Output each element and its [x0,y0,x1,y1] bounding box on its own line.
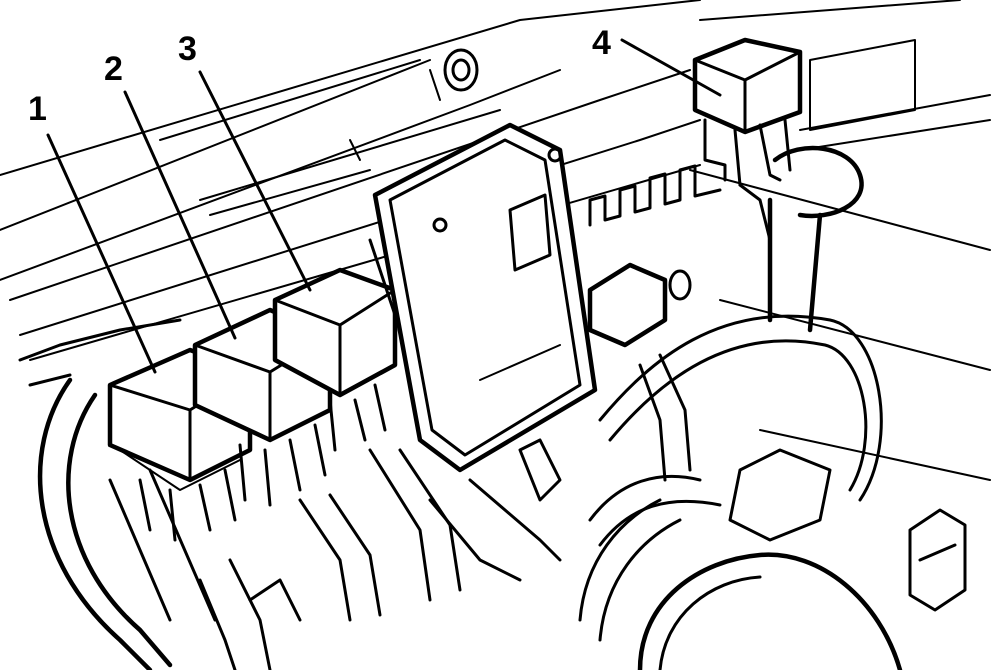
callout-2: 2 [104,50,123,88]
hose-right [767,145,864,333]
notched-rail [588,164,722,227]
relay-3 [272,267,398,452]
leader-4 [620,38,722,97]
relay-4 [692,37,803,242]
harness-loop-left [37,377,173,670]
harness-bundles [198,314,883,670]
callout-4: 4 [592,24,611,62]
leader-3 [198,70,312,292]
lower-component [637,448,903,670]
callout-3: 3 [178,30,197,68]
relay-mounting-plate [18,318,217,622]
callout-labels: 1 2 3 4 [28,24,611,128]
callout-1: 1 [28,90,47,128]
callout-leaders [46,38,722,374]
pipe-fitting [908,508,967,612]
side-connector [587,262,692,348]
leader-1 [46,133,157,374]
leader-2 [123,90,237,340]
control-module [368,122,598,473]
grommet [443,48,479,92]
